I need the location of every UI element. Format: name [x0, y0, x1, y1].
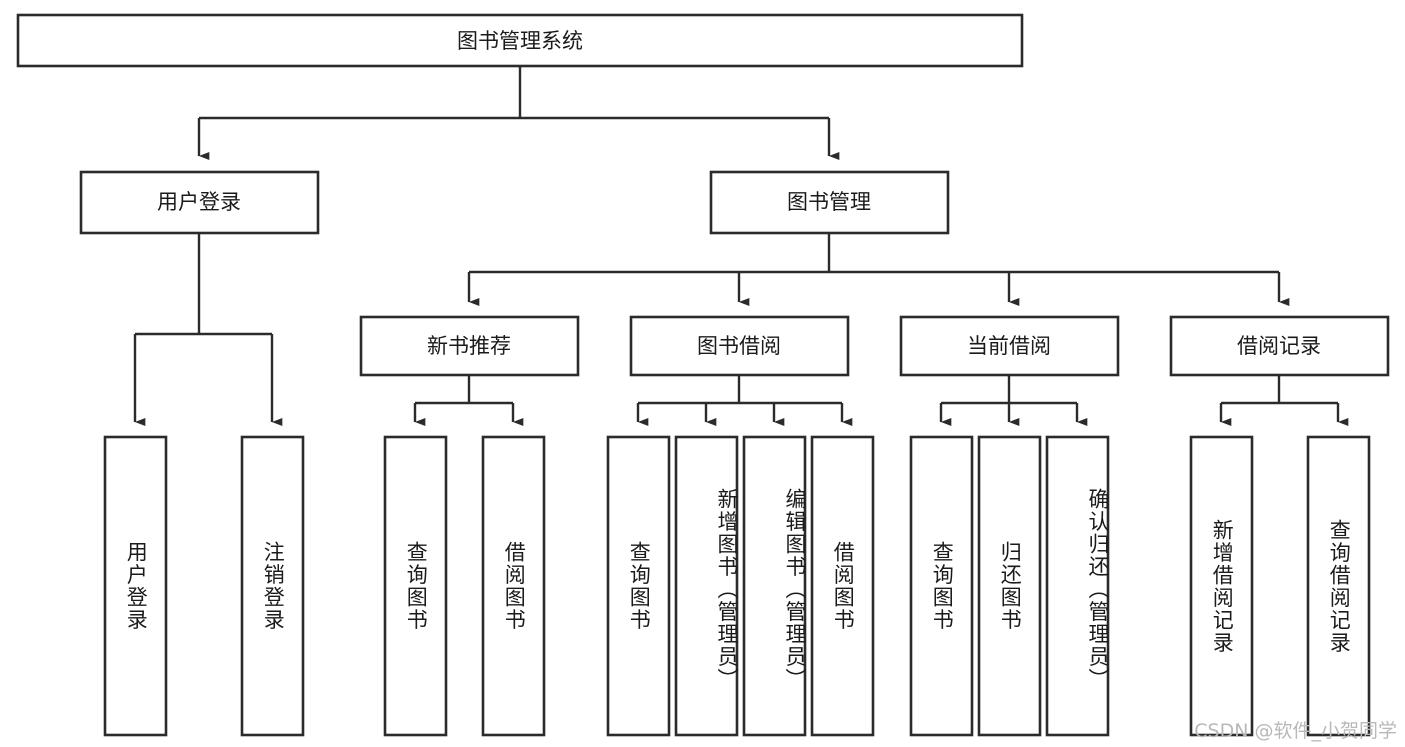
node-box-leaf-book-borrow-0[interactable] [606, 435, 671, 737]
label-book-manage: 图书管理 [787, 190, 871, 214]
node-box-leaf-user-login-1[interactable] [240, 435, 305, 737]
node-box-leaf-current-borrow-2[interactable] [1045, 435, 1110, 737]
label-root: 图书管理系统 [457, 29, 583, 53]
node-box-book-borrow[interactable] [629, 315, 850, 377]
connector-layer [133, 66, 1349, 426]
label-borrow-record: 借阅记录 [1237, 334, 1321, 358]
node-box-root[interactable] [16, 13, 1024, 68]
node-label-layer: 图书管理系统 用户登录 图书管理 新书推荐 图书借阅 当前借阅 借阅记录 [157, 29, 1321, 358]
node-box-leaf-new-book-rec-0[interactable] [383, 435, 448, 737]
node-box-leaf-book-borrow-2[interactable] [742, 435, 807, 737]
node-box-layer [16, 13, 1390, 737]
node-box-current-borrow[interactable] [899, 315, 1120, 377]
csdn-watermark: CSDN @软件_小贺同学 [1194, 720, 1397, 742]
node-box-leaf-current-borrow-0[interactable] [909, 435, 974, 737]
node-box-leaf-book-borrow-3[interactable] [810, 435, 875, 737]
node-box-borrow-record[interactable] [1169, 315, 1390, 377]
node-box-leaf-borrow-record-0[interactable] [1189, 435, 1254, 737]
node-box-leaf-borrow-record-1[interactable] [1306, 435, 1371, 737]
node-box-leaf-book-borrow-1[interactable] [674, 435, 739, 737]
node-box-user-login[interactable] [79, 170, 320, 235]
node-box-new-book-rec[interactable] [359, 315, 580, 377]
node-box-leaf-user-login-0[interactable] [103, 435, 168, 737]
label-new-book-rec: 新书推荐 [427, 334, 511, 358]
node-box-leaf-current-borrow-1[interactable] [977, 435, 1042, 737]
label-user-login: 用户登录 [157, 190, 241, 214]
node-box-book-manage[interactable] [709, 170, 950, 235]
node-box-leaf-new-book-rec-1[interactable] [481, 435, 546, 737]
label-book-borrow: 图书借阅 [697, 334, 781, 358]
label-current-borrow: 当前借阅 [967, 334, 1051, 358]
